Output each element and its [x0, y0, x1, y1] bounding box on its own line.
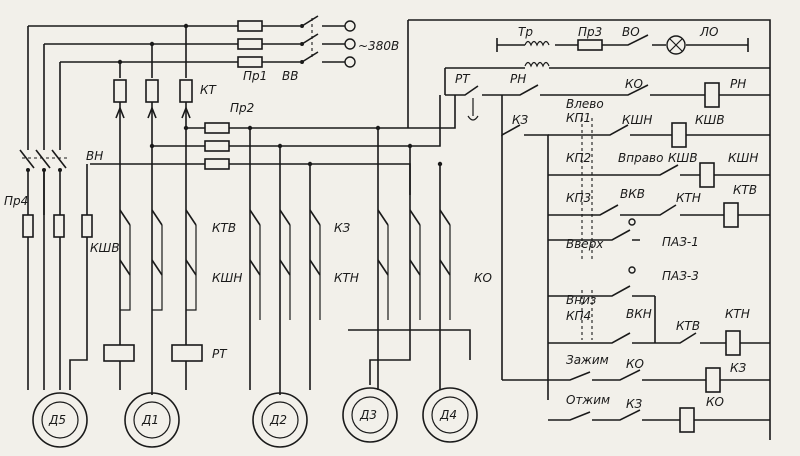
- label-pr2: Пр2: [230, 101, 254, 115]
- label-kshn-coil: КШН: [728, 151, 758, 165]
- heater-kt-1: [113, 79, 127, 103]
- label-vniz: Вниз: [566, 293, 596, 307]
- supply-terminal-b: [344, 38, 356, 50]
- label-kshv-left: КШВ: [90, 241, 120, 255]
- label-zazhim: Зажим: [566, 353, 609, 367]
- label-kshn-contact1: КШН: [622, 113, 652, 127]
- fuse-pr3: [577, 39, 603, 51]
- motor-d2: [252, 392, 308, 448]
- fuse-pr2-c: [204, 158, 230, 170]
- motor-d3: [342, 387, 398, 443]
- label-ktv-coil: КТВ: [733, 183, 757, 197]
- motor-d5: [32, 392, 88, 448]
- motor-label-d4: Д4: [439, 408, 457, 422]
- label-pr1: Пр1: [243, 69, 267, 83]
- label-kp2: КП2: [566, 151, 591, 165]
- label-kz-block: КЗ: [334, 221, 351, 235]
- label-tr: Тр: [518, 25, 533, 39]
- coil-kz: [705, 367, 721, 393]
- label-vpravo: Вправо: [618, 151, 663, 165]
- fuse-pr4-c: [81, 214, 93, 238]
- fuse-pr1-b: [237, 38, 263, 50]
- label-vkv: ВКВ: [620, 187, 645, 201]
- label-kshv-coil: КШВ: [695, 113, 725, 127]
- label-kp1: КП1: [566, 111, 591, 125]
- supply-lines: [27, 15, 356, 150]
- label-kp4: КП4: [566, 309, 591, 323]
- coil-ktn: [725, 330, 741, 356]
- coil-kshv: [671, 122, 687, 148]
- label-ktn-block: КТН: [334, 271, 359, 285]
- heater-kt-3: [179, 79, 193, 103]
- motor-d1: [124, 392, 180, 448]
- fuse-pr2-a: [204, 122, 230, 134]
- switch-vn: [19, 149, 67, 169]
- motor-label-d1: Д1: [141, 413, 159, 427]
- label-rn-coil: РН: [730, 77, 746, 91]
- d34-contactors: [342, 125, 478, 443]
- label-lo: ЛО: [699, 25, 718, 39]
- label-otzhim: Отжим: [566, 393, 610, 407]
- label-pr3: Пр3: [578, 25, 602, 39]
- label-kshn-block: КШН: [212, 271, 242, 285]
- coil-kshn: [699, 162, 715, 188]
- label-ktv-contact: КТВ: [676, 319, 700, 333]
- label-kz-contact2: КЗ: [626, 397, 643, 411]
- coil-ktv: [723, 202, 739, 228]
- label-ko-block: КО: [474, 271, 492, 285]
- label-vo: ВО: [622, 25, 640, 39]
- label-kz-contact: КЗ: [512, 113, 529, 127]
- label-kt: КТ: [200, 83, 218, 97]
- label-vkn: ВКН: [626, 307, 652, 321]
- motor-label-d3: Д3: [359, 408, 377, 422]
- label-kshv-contact: КШВ: [668, 151, 698, 165]
- label-ko-contact1: КО: [625, 77, 643, 91]
- fuse-pr1-a: [237, 20, 263, 32]
- coil-rn: [704, 82, 720, 108]
- d2-contactors: [247, 125, 321, 448]
- label-paz3: ПАЗ-3: [662, 269, 699, 283]
- relay-rt-1: [103, 344, 135, 362]
- supply-terminal-a: [344, 20, 356, 32]
- label-vlevo: Влево: [566, 97, 604, 111]
- label-vverh: Вверх: [566, 237, 604, 251]
- fuse-pr4-b: [53, 214, 65, 238]
- motor-label-d2: Д2: [269, 413, 287, 427]
- d1-contactors: [103, 200, 203, 448]
- fuse-pr1-c: [237, 56, 263, 68]
- label-ktn-contact: КТН: [676, 191, 701, 205]
- relay-rt-2: [171, 344, 203, 362]
- fuse-pr2-b: [204, 140, 230, 152]
- label-ktv-block: КТВ: [212, 221, 236, 235]
- label-vn: ВН: [86, 149, 103, 163]
- d5-branch: [19, 149, 93, 448]
- motor-label-d5: Д5: [48, 413, 66, 427]
- control-circuit: [407, 19, 771, 440]
- fuse-pr4-a: [22, 214, 34, 238]
- switch-vv: [301, 15, 319, 63]
- d1-branch: [113, 23, 193, 200]
- label-kz-coil: КЗ: [730, 361, 747, 375]
- motor-d4: [422, 387, 478, 443]
- label-vv: ВВ: [282, 69, 298, 83]
- label-ktn-coil: КТН: [725, 307, 750, 321]
- supply-terminal-c: [344, 56, 356, 68]
- pr2-feed: [90, 95, 456, 195]
- coil-ko: [679, 407, 695, 433]
- label-ko-coil: КО: [706, 395, 724, 409]
- label-kp3: КП3: [566, 191, 591, 205]
- label-supply: ~380В: [358, 39, 399, 53]
- label-rt-motor: РТ: [212, 347, 228, 361]
- label-rt-ctrl: РТ: [455, 72, 471, 86]
- label-rn-contact: РН: [510, 72, 526, 86]
- heater-kt-2: [145, 79, 159, 103]
- label-paz1: ПАЗ-1: [662, 235, 699, 249]
- label-ko-contact2: КО: [626, 357, 644, 371]
- label-pr4: Пр4: [4, 194, 28, 208]
